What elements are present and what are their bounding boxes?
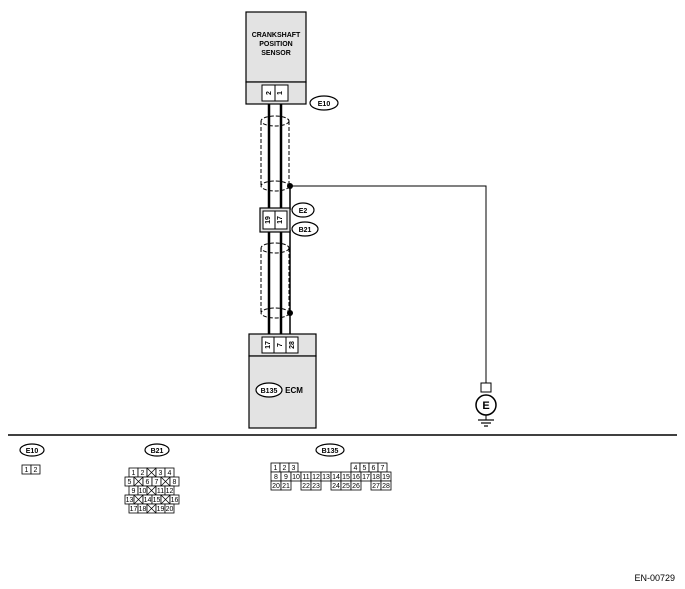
- e10-connector-label: E10: [309, 95, 339, 111]
- b21-blank-mark: [160, 494, 171, 505]
- e10-cell: [30, 464, 41, 475]
- b135-cell: [280, 480, 292, 491]
- b135-pin-number: 15: [342, 474, 350, 481]
- b135-pin-number: 11: [302, 474, 309, 481]
- b21-blank-mark: [133, 476, 144, 487]
- svg-text:B135: B135: [322, 448, 339, 455]
- b21-pin-number: 1: [132, 470, 136, 477]
- b135-cell: [350, 480, 362, 491]
- shield-lower: [260, 242, 293, 319]
- b21-pin-number: 10: [139, 488, 147, 495]
- b135-cell: [380, 480, 392, 491]
- shield-upper: [260, 115, 293, 192]
- b21-cell: [169, 476, 180, 487]
- e10-pin-number: 1: [25, 467, 29, 474]
- e2-b21-connector: 19 17: [259, 207, 291, 233]
- ecm-pin-28: 28: [289, 341, 296, 349]
- b135-pin-number: 19: [382, 474, 390, 481]
- b21-blank-mark: [133, 494, 144, 505]
- svg-text:E10: E10: [318, 101, 331, 108]
- b21-pin-number: 8: [173, 479, 177, 486]
- b21-pin-number: 18: [139, 506, 147, 513]
- b21-blank-mark: [146, 485, 157, 496]
- b135-pin-number: 24: [332, 483, 340, 490]
- b135-pin-number: 7: [381, 465, 385, 472]
- e10-pin-number: 2: [34, 467, 38, 474]
- ecm-pin-7: 7: [277, 343, 284, 347]
- e2-label: E2: [291, 202, 315, 218]
- b135-pin-number: 3: [292, 465, 296, 472]
- b135-pin-number: 23: [312, 483, 320, 490]
- b21-cell: [169, 494, 180, 505]
- b21-pin-number: 19: [157, 506, 165, 513]
- e2-pin-17: 17: [277, 216, 284, 224]
- b21-cell: [164, 503, 175, 514]
- diagram-code: EN-00729: [634, 573, 675, 583]
- ecm-b135-label: B135: [261, 388, 278, 395]
- sensor-pin-1: 1: [277, 91, 284, 95]
- b135-pin-number: 22: [302, 483, 310, 490]
- b135-pin-number: 10: [292, 474, 300, 481]
- ground-e-label: E: [482, 400, 489, 412]
- b21-pin-number: 5: [128, 479, 132, 486]
- sensor-title-1: CRANKSHAFT: [252, 32, 301, 39]
- b135-pin-number: 16: [352, 474, 360, 481]
- b135-pin-number: 13: [322, 474, 330, 481]
- b135-pin-number: 27: [372, 483, 380, 490]
- harness-wires: [267, 104, 487, 383]
- b21-blank-mark: [146, 503, 157, 514]
- b135-pin-number: 1: [274, 465, 278, 472]
- b21-pin-number: 6: [146, 479, 150, 486]
- b135-pin-number: 25: [342, 483, 350, 490]
- b135-pin-number: 12: [312, 474, 320, 481]
- b135-cell: [310, 480, 322, 491]
- b21-pin-number: 17: [130, 506, 138, 513]
- b135-pin-number: 28: [382, 483, 390, 490]
- b135-pin-number: 9: [284, 474, 288, 481]
- svg-text:B21: B21: [151, 448, 164, 455]
- b135-pin-number: 5: [363, 465, 367, 472]
- b21-pin-number: 12: [166, 488, 174, 495]
- b21-pin-number: 15: [153, 497, 161, 504]
- b21-label: B21: [291, 221, 319, 237]
- b21-pin-number: 4: [168, 470, 172, 477]
- b135-pin-number: 20: [272, 483, 280, 490]
- svg-text:B21: B21: [299, 227, 312, 234]
- b21-pin-number: 7: [155, 479, 159, 486]
- b21-pin-number: 11: [157, 488, 164, 495]
- b135-pin-number: 14: [332, 474, 340, 481]
- ecm-pin-17: 17: [265, 341, 272, 349]
- b135-pin-number: 21: [282, 483, 290, 490]
- b21-pin-number: 14: [144, 497, 152, 504]
- b21-pin-number: 9: [132, 488, 136, 495]
- b21-blank-mark: [146, 467, 157, 478]
- b135-pin-number: 4: [354, 465, 358, 472]
- sensor-pin-2: 2: [266, 91, 273, 95]
- ecm-unit: 17 7 28 B135 ECM: [248, 333, 317, 429]
- b21-pin-number: 3: [159, 470, 163, 477]
- e2-pin-19: 19: [265, 216, 272, 224]
- sensor-title-2: POSITION: [259, 41, 292, 48]
- b135-pin-number: 2: [283, 465, 287, 472]
- b135-pin-number: 6: [372, 465, 376, 472]
- svg-text:E10: E10: [26, 448, 39, 455]
- sensor-title-3: SENSOR: [261, 50, 291, 57]
- ground-symbol: E: [475, 382, 497, 427]
- b21-pin-number: 13: [126, 497, 134, 504]
- ecm-label: ECM: [285, 386, 303, 395]
- b135-pin-number: 26: [352, 483, 360, 490]
- b21-blank-mark: [160, 476, 171, 487]
- b135-pin-number: 17: [362, 474, 370, 481]
- b21-pin-number: 16: [171, 497, 179, 504]
- crankshaft-sensor: CRANKSHAFT POSITION SENSOR 2 1: [245, 11, 307, 105]
- svg-text:E2: E2: [299, 208, 308, 215]
- b135-pin-number: 8: [274, 474, 278, 481]
- b21-pin-number: 20: [166, 506, 174, 513]
- b21-pin-number: 2: [141, 470, 145, 477]
- b135-pin-number: 18: [372, 474, 380, 481]
